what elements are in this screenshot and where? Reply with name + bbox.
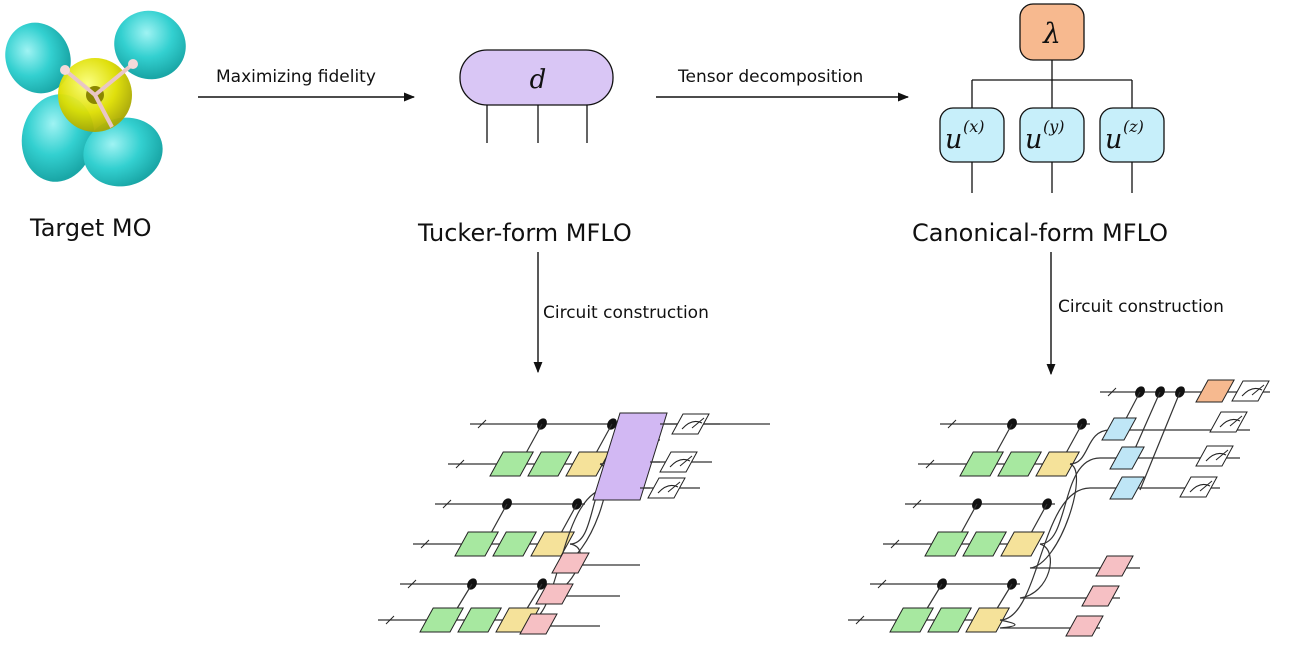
core-tensor-d	[459, 49, 614, 143]
u-x-tensor	[939, 107, 1005, 163]
canonical-label: Canonical-form MFLO	[912, 219, 1168, 247]
gate-green	[489, 451, 535, 477]
gate-green	[924, 531, 970, 557]
gate-green	[492, 531, 538, 557]
register-slash	[925, 459, 935, 469]
svg-text:(z): (z)	[1123, 117, 1144, 136]
measure-gate-1	[671, 413, 710, 435]
gate-blue	[1101, 417, 1137, 441]
measure-arc	[657, 485, 679, 494]
register-slash	[855, 615, 865, 625]
measure-needle	[691, 417, 705, 429]
u-z-symbol: u (z)	[1105, 117, 1144, 155]
gate-pink	[1095, 555, 1134, 577]
register-slash	[1107, 387, 1117, 397]
fidelity-arrow-label: Maximizing fidelity	[216, 67, 376, 87]
gate-green	[997, 451, 1043, 477]
core-gate-purple	[592, 412, 668, 501]
measure-gate-2	[1195, 445, 1234, 467]
gate-pink	[1081, 585, 1120, 607]
lambda-tensor	[1019, 3, 1085, 61]
measure-gate-1	[1209, 411, 1248, 433]
gate-blue	[1109, 476, 1145, 500]
gate-pink	[535, 583, 574, 605]
measure-gate-2	[659, 451, 698, 473]
svg-text:u: u	[1025, 124, 1042, 155]
wire-curve	[1019, 543, 1120, 599]
tensor-arrow-label: Tensor decomposition	[677, 67, 863, 87]
measure-needle	[1251, 384, 1265, 396]
gate-pink	[1065, 615, 1104, 637]
register-slash	[477, 419, 487, 429]
gate-pink	[519, 613, 558, 635]
gate-green	[889, 607, 935, 633]
lambda-symbol: λ	[1042, 17, 1061, 50]
gate-green	[927, 607, 973, 633]
core-tensor-symbol: d	[530, 65, 547, 95]
register-slash	[385, 615, 395, 625]
gate-pink	[551, 552, 590, 574]
measure-arc	[669, 459, 691, 468]
wire-curve	[999, 619, 1100, 629]
tucker-label: Tucker-form MFLO	[417, 219, 632, 247]
u-y-tensor	[1019, 107, 1085, 163]
measure-arc	[681, 421, 703, 430]
gate-yellow	[1035, 451, 1081, 477]
measure-needle	[667, 481, 681, 493]
gate-yellow	[530, 531, 576, 557]
svg-text:u: u	[1105, 124, 1122, 155]
measure-needle	[679, 455, 693, 467]
wire-curve	[1039, 457, 1240, 545]
gate-green	[419, 607, 465, 633]
tucker-circuit	[378, 412, 770, 635]
canonical-circuit	[848, 379, 1270, 637]
gate-yellow	[1000, 531, 1046, 557]
measure-arc	[1219, 419, 1241, 428]
register-slash	[890, 539, 900, 549]
wire-curve	[999, 487, 1220, 621]
svg-text:(x): (x)	[963, 117, 985, 136]
u-y-symbol: u (y)	[1025, 117, 1065, 155]
gate-green	[527, 451, 573, 477]
register-slash	[912, 499, 922, 509]
canonical-tree	[971, 60, 1133, 193]
gate-orange	[1195, 379, 1235, 403]
measure-gate-3	[1179, 476, 1218, 498]
svg-text:(y): (y)	[1043, 117, 1065, 136]
gate-green	[959, 451, 1005, 477]
measure-needle	[1215, 449, 1229, 461]
gate-green	[454, 531, 500, 557]
circuit-right-label: Circuit construction	[1058, 297, 1224, 317]
measure-needle	[1229, 415, 1243, 427]
measure-gate-3	[647, 477, 686, 499]
measure-needle	[1199, 480, 1213, 492]
u-x-symbol: u (x)	[945, 117, 985, 155]
register-slash	[442, 499, 452, 509]
wire	[1139, 391, 1181, 491]
register-slash	[407, 579, 417, 589]
gate-blue	[1109, 446, 1145, 470]
measure-gate-lambda	[1231, 380, 1270, 402]
register-slash	[877, 579, 887, 589]
measure-arc	[1205, 453, 1227, 462]
register-slash	[420, 539, 430, 549]
measure-arc	[1241, 388, 1263, 397]
register-slash	[947, 419, 957, 429]
circuit-left-label: Circuit construction	[543, 303, 709, 323]
target-mo-orbital	[5, 10, 186, 187]
svg-text:u: u	[945, 124, 962, 155]
gate-yellow	[965, 607, 1011, 633]
target-mo-label: Target MO	[29, 214, 151, 242]
gate-green	[962, 531, 1008, 557]
wire-curve	[1029, 463, 1140, 569]
measure-arc	[1189, 484, 1211, 493]
gate-green	[457, 607, 503, 633]
u-z-tensor	[1099, 107, 1165, 163]
register-slash	[455, 459, 465, 469]
